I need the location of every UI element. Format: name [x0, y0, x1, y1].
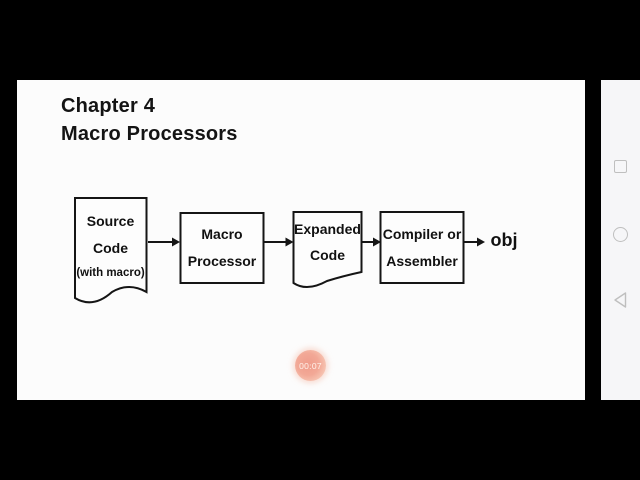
node-label-line: Code: [310, 247, 345, 263]
video-frame[interactable]: Chapter 4 Macro Processors Source Code (…: [0, 80, 640, 400]
node-compiler-assembler: Compiler or Assembler: [380, 212, 464, 283]
timer-value: 00:07: [299, 360, 322, 371]
document-shape-expanded-code: [292, 211, 363, 288]
node-macro-processor: Macro Processor: [180, 213, 264, 283]
slide-title-line2: Macro Processors: [61, 123, 238, 145]
presentation-slide: Chapter 4 Macro Processors Source Code (…: [17, 80, 585, 400]
flow-diagram: [74, 197, 485, 304]
node-label-line: Assembler: [386, 252, 458, 269]
node-label-line: Source: [86, 213, 135, 229]
node-label-line: Macro: [201, 226, 243, 242]
node-label-line: Code: [93, 240, 128, 256]
node-source-code: Source Code (with macro): [74, 200, 147, 292]
back-icon[interactable]: [612, 291, 629, 309]
node-label-line: (with macro): [76, 267, 145, 279]
slide-title: Chapter 4 Macro Processors: [61, 92, 238, 148]
output-obj-label: obj: [490, 230, 518, 250]
flow-arrows: [148, 237, 485, 247]
document-shape-source-code: [74, 197, 148, 304]
home-icon[interactable]: [613, 227, 628, 242]
process-box-compiler-assembler: [379, 211, 465, 284]
recents-icon[interactable]: [614, 160, 627, 173]
slide-title-line1: Chapter 4: [61, 95, 156, 117]
node-label-line: Compiler or: [382, 225, 462, 242]
node-expanded-code: Expanded Code: [293, 212, 362, 272]
process-box-macro-processor: [179, 212, 265, 284]
timer-badge: 00:07: [295, 350, 326, 381]
node-label-line: Processor: [187, 253, 257, 269]
node-label-line: Expanded: [294, 221, 361, 237]
android-navbar: [601, 80, 640, 400]
